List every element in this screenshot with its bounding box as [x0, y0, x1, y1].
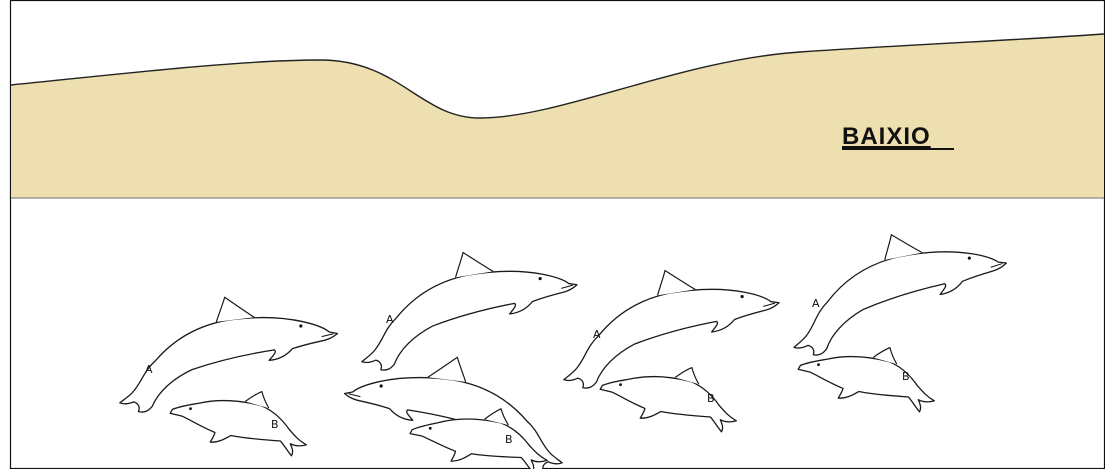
- adult-dolphin-2-label: A: [386, 313, 394, 326]
- adult-dolphin-4: [780, 219, 1015, 358]
- adult-dolphin-1-label: A: [145, 363, 153, 376]
- adult-dolphin-1: [113, 290, 342, 414]
- calf-dolphin-3-label: B: [707, 392, 715, 405]
- adult-dolphin-4-label: A: [812, 297, 820, 310]
- calf-dolphin-2-label: B: [505, 433, 513, 446]
- adult-dolphin-3-label: A: [593, 328, 601, 341]
- calf-dolphin-3: [598, 361, 740, 432]
- calf-dolphin-1: [168, 385, 310, 456]
- baixio-title: BAIXIO: [842, 123, 931, 150]
- calf-dolphin-4-label: B: [902, 370, 910, 383]
- sandbank-area: [11, 34, 1104, 198]
- calf-dolphin-1-label: B: [271, 418, 279, 431]
- adult-dolphin-3: [554, 259, 786, 390]
- adult-dolphin-2: [352, 241, 584, 372]
